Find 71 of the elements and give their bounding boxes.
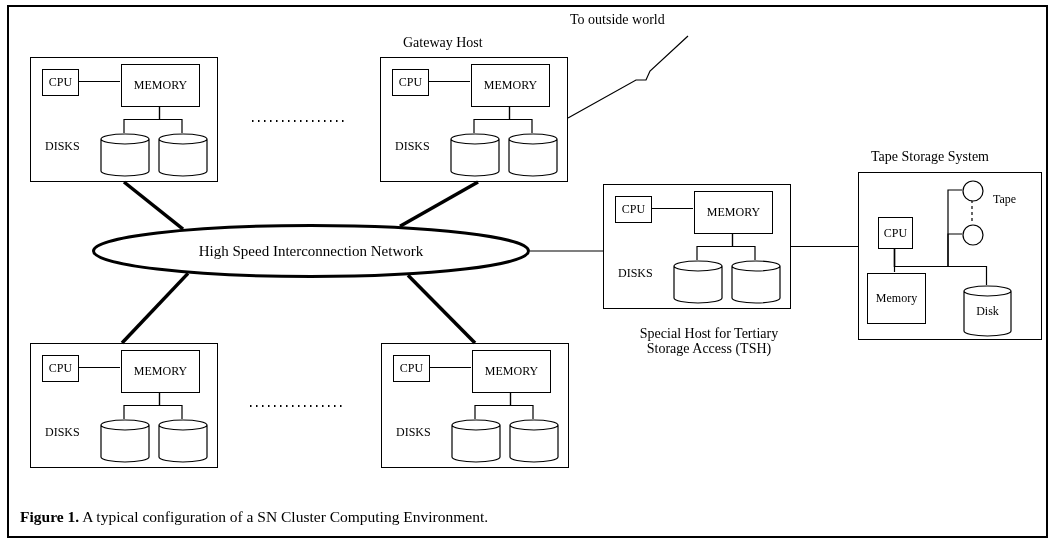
label-text: CPU	[48, 361, 73, 376]
connector-line	[158, 105, 183, 134]
label-text: DISKS	[45, 426, 80, 440]
label-text: Tape Storage System	[871, 149, 989, 165]
label-text: Disk	[976, 303, 999, 319]
label-text: DISKS	[396, 426, 431, 440]
disk-cylinder	[964, 286, 1011, 336]
label-text: Gateway Host	[403, 35, 483, 51]
connector-line	[428, 366, 472, 369]
component-box	[30, 57, 218, 182]
component-box	[393, 355, 430, 382]
component-box	[121, 64, 200, 107]
component-box	[878, 217, 913, 249]
label-text: MEMORY	[484, 364, 539, 379]
label-text: MEMORY	[483, 78, 538, 93]
label-text: MEMORY	[133, 364, 188, 379]
label-text: CPU	[399, 361, 424, 376]
label-text: Memory	[875, 291, 918, 306]
component-box	[471, 64, 550, 107]
connector-line	[731, 232, 756, 261]
connector-line	[509, 391, 534, 420]
component-box	[392, 69, 429, 96]
label-text: CPU	[48, 75, 73, 90]
component-box	[472, 350, 551, 393]
disk-cylinder	[101, 420, 149, 462]
network-link	[122, 180, 185, 231]
connector-line	[790, 245, 859, 248]
connector-line	[427, 80, 471, 83]
disk-cylinder	[159, 420, 207, 462]
disk-cylinder	[509, 134, 557, 176]
component-box	[42, 355, 79, 382]
label-text: DISKS	[395, 140, 430, 154]
disk-cylinder	[452, 420, 500, 462]
tape-reel-circle	[963, 225, 983, 245]
label-text: DISKS	[45, 140, 80, 154]
connector-line	[567, 35, 689, 119]
label-text: High Speed Interconnection Network	[198, 242, 424, 260]
component-box	[42, 69, 79, 96]
connector-line	[158, 391, 183, 420]
disk-cylinder	[451, 134, 499, 176]
label-text: To outside world	[570, 12, 665, 28]
component-box	[121, 350, 200, 393]
component-box	[867, 273, 926, 324]
disk-cylinder	[510, 420, 558, 462]
component-box	[694, 191, 773, 234]
component-box	[30, 343, 218, 468]
network-ellipse	[92, 224, 530, 278]
network-link	[406, 274, 477, 345]
network-link	[399, 180, 479, 228]
label-text: CPU	[883, 225, 908, 241]
label-text: DISKS	[618, 267, 653, 281]
disk-cylinder	[674, 261, 722, 303]
component-box	[615, 196, 652, 223]
connector-line	[508, 105, 533, 134]
label-text: Special Host for Tertiary Storage Access (TSH)	[638, 326, 780, 357]
connector-line	[529, 250, 604, 252]
connector-line	[650, 207, 694, 210]
disk-cylinder	[101, 134, 149, 176]
disk-cylinder	[159, 134, 207, 176]
side-label: Tape	[993, 193, 1017, 207]
connector-line	[77, 80, 121, 83]
connector-line	[893, 233, 963, 268]
label-text: CPU	[398, 75, 423, 90]
network-link	[120, 272, 190, 345]
figure-caption: Figure 1. A typical configuration of a SN Cluster Computing Environment.	[20, 508, 489, 526]
label-text: MEMORY	[706, 205, 761, 220]
label-text: CPU	[621, 202, 646, 217]
component-box	[381, 343, 569, 468]
label-text: MEMORY	[133, 78, 188, 93]
connector-line	[77, 366, 121, 369]
disk-cylinder	[732, 261, 780, 303]
